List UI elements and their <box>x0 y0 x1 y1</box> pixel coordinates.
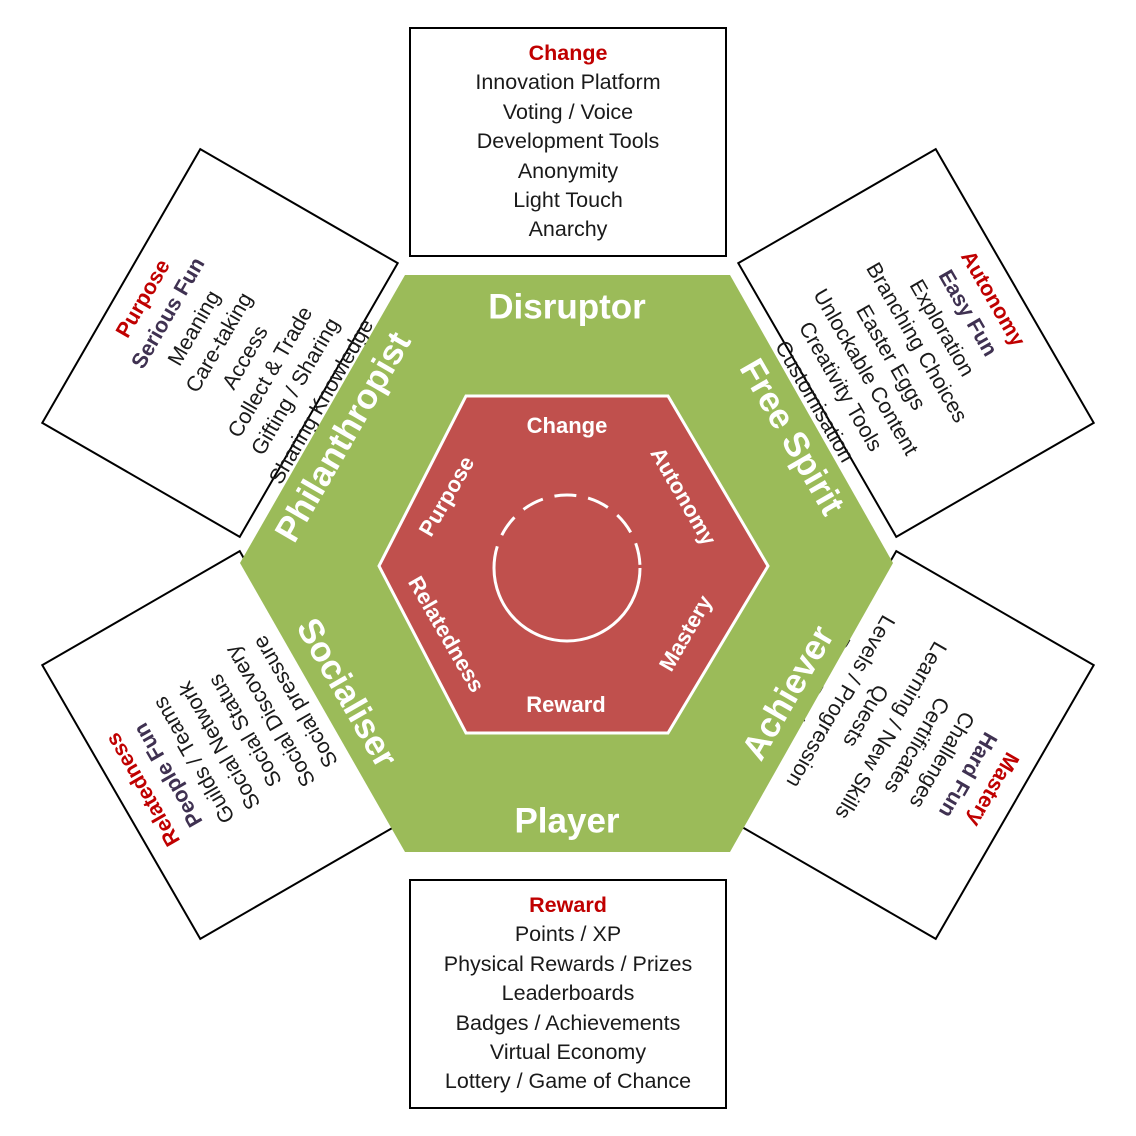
card-change-item-6: Anarchy <box>528 217 608 242</box>
center-circle-dashed-arc <box>492 493 642 569</box>
inner-label-reward: Reward <box>526 692 605 717</box>
card-reward: Reward Points / XP Physical Rewards / Pr… <box>409 879 727 1109</box>
card-change: Change Innovation Platform Voting / Voic… <box>409 27 727 257</box>
card-change-content: Change Innovation Platform Voting / Voic… <box>411 39 725 245</box>
card-reward-item-3: Leaderboards <box>501 981 635 1006</box>
center-circle-solid-arc <box>492 567 642 643</box>
card-change-item-1: Innovation Platform <box>475 70 661 95</box>
card-change-item-2: Voting / Voice <box>502 99 634 124</box>
card-reward-item-6: Lottery / Game of Chance <box>444 1069 692 1094</box>
card-reward-header: Reward <box>529 893 607 917</box>
card-reward-item-2: Physical Rewards / Prizes <box>443 951 693 976</box>
card-reward-item-1: Points / XP <box>514 922 622 947</box>
card-reward-content: Reward Points / XP Physical Rewards / Pr… <box>411 891 725 1097</box>
outer-label-disruptor: Disruptor <box>488 287 646 326</box>
card-change-item-4: Anonymity <box>517 158 619 183</box>
card-change-item-5: Light Touch <box>513 188 623 213</box>
card-change-header: Change <box>528 41 608 65</box>
card-change-item-3: Development Tools <box>476 129 660 154</box>
inner-label-change: Change <box>527 413 608 438</box>
outer-label-player: Player <box>514 801 619 840</box>
card-reward-item-4: Badges / Achievements <box>455 1010 681 1035</box>
inner-hexagon <box>377 394 770 735</box>
card-reward-item-5: Virtual Economy <box>489 1040 647 1065</box>
